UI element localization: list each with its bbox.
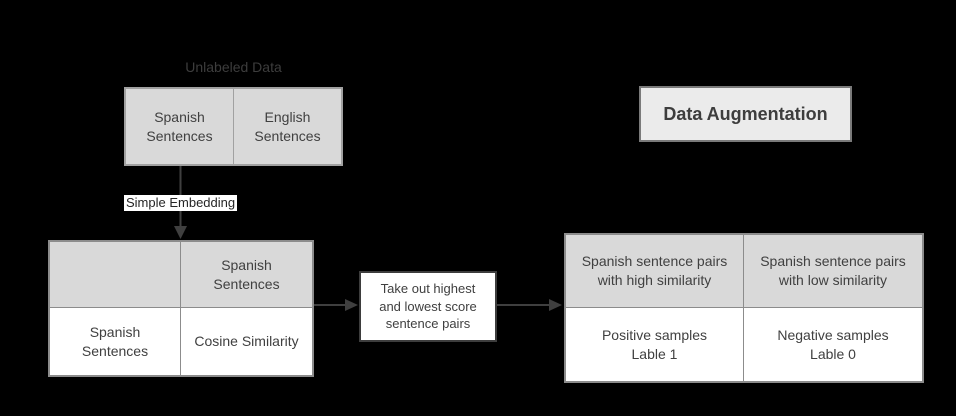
result-table-cell-positive: Positive samples Lable 1 [566, 308, 744, 381]
similarity-table-row-spanish: Spanish Sentences [50, 308, 181, 375]
similarity-table-cell-cosine: Cosine Similarity [181, 308, 312, 375]
arrow-right-icon [314, 299, 358, 311]
english-sentences-cell: English Sentences [254, 108, 321, 144]
unlabeled-data-box: Spanish Sentences English Sentences [124, 87, 343, 166]
process-box: Take out highest and lowest score senten… [359, 271, 497, 342]
similarity-table-header-spanish: Spanish Sentences [181, 242, 312, 308]
similarity-table: Spanish Sentences Spanish Sentences Cosi… [48, 240, 314, 377]
spanish-sentences-cell: Spanish Sentences [126, 89, 234, 164]
arrow-right-icon [497, 299, 562, 311]
result-table: Spanish sentence pairs with high similar… [564, 233, 924, 383]
result-table-cell-negative: Negative samples Lable 0 [744, 308, 922, 381]
data-augmentation-title: Data Augmentation [639, 86, 852, 142]
result-table-header-high-similarity: Spanish sentence pairs with high similar… [566, 235, 744, 308]
result-table-header-low-similarity: Spanish sentence pairs with low similari… [744, 235, 922, 308]
simple-embedding-label: Simple Embedding [124, 195, 238, 211]
similarity-table-header-empty [50, 242, 181, 308]
unlabeled-data-caption: Unlabeled Data [185, 59, 282, 75]
